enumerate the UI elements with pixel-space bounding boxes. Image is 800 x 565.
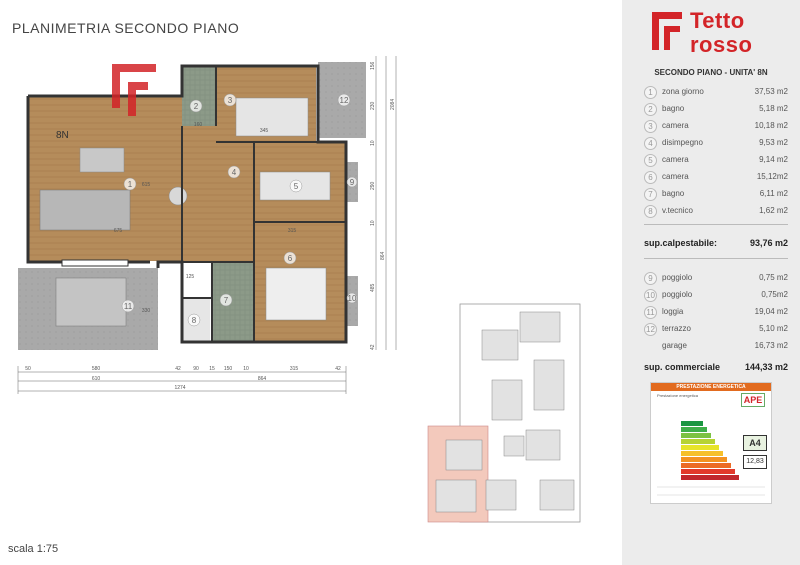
ape-class: A4 — [743, 435, 767, 451]
brand-logo: Tetto rosso — [650, 8, 780, 58]
room-7 — [212, 262, 254, 342]
svg-text:2: 2 — [194, 102, 199, 111]
svg-text:42: 42 — [335, 366, 341, 372]
svg-text:90: 90 — [193, 366, 199, 372]
unit-label: SECONDO PIANO - UNITA' 8N — [654, 68, 768, 77]
energy-scale-bars — [657, 421, 765, 496]
svg-text:12: 12 — [340, 96, 349, 105]
svg-text:485: 485 — [370, 283, 376, 292]
ape-logo: APE — [741, 393, 765, 407]
svg-text:42: 42 — [370, 344, 376, 350]
brand-name-bottom: rosso — [690, 32, 753, 57]
svg-text:11: 11 — [124, 302, 133, 311]
sup-calpestabile: sup.calpestabile:93,76 m2 — [644, 238, 788, 248]
watermark-logo — [112, 64, 156, 116]
svg-text:315: 315 — [290, 366, 299, 372]
svg-text:156: 156 — [370, 61, 376, 70]
svg-text:615: 615 — [142, 182, 151, 188]
tetto-rosso-logo-icon — [652, 12, 682, 50]
energy-certificate: PRESTAZIONE ENERGETICA Prestazione energ… — [650, 382, 772, 504]
svg-text:4: 4 — [232, 168, 237, 177]
ape-value: 12,83 — [743, 455, 767, 469]
svg-text:15: 15 — [209, 366, 215, 372]
living-area — [28, 96, 186, 261]
svg-text:1: 1 — [128, 180, 133, 189]
svg-text:160: 160 — [194, 122, 203, 128]
svg-text:580: 580 — [92, 366, 101, 372]
svg-text:3: 3 — [228, 96, 233, 105]
unit-tag: 8N — [56, 130, 69, 141]
scale-label: scala 1:75 — [8, 543, 59, 555]
svg-text:10: 10 — [348, 294, 357, 303]
divider — [644, 224, 788, 225]
svg-text:290: 290 — [370, 181, 376, 190]
svg-text:6: 6 — [288, 254, 293, 263]
brand-name-top: Tetto — [690, 8, 745, 33]
svg-text:330: 330 — [142, 308, 151, 314]
svg-text:675: 675 — [114, 228, 123, 234]
svg-text:864: 864 — [380, 251, 386, 260]
svg-text:50: 50 — [25, 366, 31, 372]
key-plan: N — [427, 303, 581, 523]
ape-subtitle: Prestazione energetica — [657, 393, 698, 398]
svg-text:315: 315 — [288, 228, 297, 234]
svg-text:10: 10 — [370, 220, 376, 226]
svg-text:125: 125 — [186, 274, 195, 280]
svg-text:2084: 2084 — [390, 99, 396, 110]
svg-text:230: 230 — [370, 101, 376, 110]
svg-text:10: 10 — [243, 366, 249, 372]
svg-text:8: 8 — [192, 316, 197, 325]
svg-text:7: 7 — [224, 296, 229, 305]
room-4 — [182, 126, 254, 262]
svg-text:9: 9 — [350, 178, 355, 187]
divider — [644, 258, 788, 259]
svg-text:864: 864 — [258, 376, 267, 382]
svg-text:610: 610 — [92, 376, 101, 382]
page-title: PLANIMETRIA SECONDO PIANO — [12, 20, 240, 36]
svg-text:5: 5 — [294, 182, 299, 191]
svg-text:345: 345 — [260, 128, 269, 134]
svg-text:42: 42 — [175, 366, 181, 372]
svg-text:1274: 1274 — [174, 385, 185, 391]
room-2 — [182, 66, 216, 126]
ape-header: PRESTAZIONE ENERGETICA — [651, 383, 771, 391]
svg-text:10: 10 — [370, 140, 376, 146]
svg-text:150: 150 — [224, 366, 233, 372]
